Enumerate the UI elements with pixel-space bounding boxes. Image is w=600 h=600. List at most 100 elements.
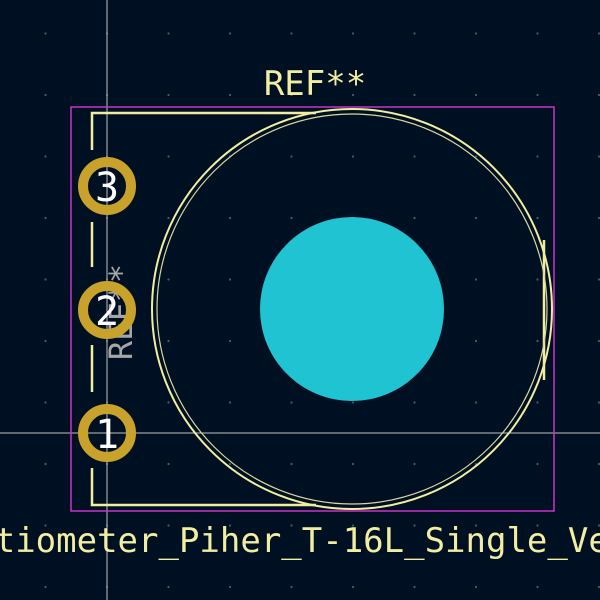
grid-dot [290, 32, 293, 35]
grid-dot [290, 524, 293, 527]
pad-3-label: 3 [95, 165, 119, 211]
silkscreen-outline-top [90, 111, 316, 150]
pad-1-label: 1 [95, 412, 119, 458]
grid-dot [474, 155, 478, 158]
grid-dot [44, 401, 47, 404]
grid-dot [351, 462, 355, 466]
grid-dot [228, 216, 232, 220]
knob-shaft-circle [260, 217, 444, 401]
grid-dot [290, 155, 293, 158]
grid-dot [536, 32, 539, 35]
pad-2-label: 2 [95, 289, 119, 335]
grid-dot [290, 93, 293, 97]
grid-dot [290, 216, 293, 220]
grid-dot [167, 585, 170, 589]
grid-dot [597, 585, 600, 589]
grid-dot [413, 93, 416, 97]
grid-dot [474, 278, 478, 281]
grid-dot [413, 401, 416, 404]
grid-dot [597, 462, 600, 466]
grid-dot [597, 32, 600, 35]
grid-dot [44, 524, 47, 527]
grid-dot [228, 93, 232, 97]
grid-dot [536, 93, 539, 97]
pad-1[interactable]: 1 [78, 404, 136, 462]
grid-dot [228, 339, 232, 343]
silkscreen-body-circle-outer [151, 108, 553, 510]
grid-dot [413, 524, 416, 527]
grid-dot [351, 155, 355, 158]
grid-dot [597, 155, 600, 158]
grid-dot [474, 93, 478, 97]
grid-dot [290, 462, 293, 466]
grid-dot [167, 524, 170, 527]
grid-dot [474, 216, 478, 220]
grid-dot [536, 401, 539, 404]
grid-dot [167, 93, 170, 97]
grid-dot [228, 462, 232, 466]
pad-3-ring [78, 157, 136, 215]
grid-dot [351, 401, 355, 404]
courtyard-outline [70, 106, 555, 512]
grid-dot [44, 585, 47, 589]
grid-dot [228, 32, 232, 35]
grid-dot [351, 585, 355, 589]
grid-dot [536, 462, 539, 466]
grid-dot [228, 524, 232, 527]
grid-dot [44, 462, 47, 466]
grid-dot [351, 32, 355, 35]
grid-dot [413, 32, 416, 35]
grid-dot [44, 278, 47, 281]
grid-dot [44, 216, 47, 220]
grid-dot [44, 155, 47, 158]
grid-dot [597, 339, 600, 343]
grid-dot [474, 401, 478, 404]
grid-dot [413, 585, 416, 589]
grid-dot [474, 32, 478, 35]
grid-dot [167, 155, 170, 158]
grid-dot [167, 339, 170, 343]
grid-dot [536, 339, 539, 343]
grid-dot [290, 585, 293, 589]
grid-dot [413, 462, 416, 466]
grid-dot [167, 216, 170, 220]
pad-1-ring [78, 404, 136, 462]
grid-dot [167, 278, 170, 281]
grid-dot [474, 339, 478, 343]
grid-dot [228, 401, 232, 404]
grid-dot [474, 524, 478, 527]
grid-dot [228, 585, 232, 589]
pad-3[interactable]: 3 [78, 157, 136, 215]
pad-2[interactable]: 2 [78, 281, 136, 339]
grid-dot [474, 585, 478, 589]
grid-dot [597, 216, 600, 220]
footprint-value-text: Potentiometer_Piher_T-16L_Single_Vertica… [0, 521, 600, 561]
grid-dot [597, 278, 600, 281]
grid-dot [536, 216, 539, 220]
silkscreen-outline-bottom [90, 468, 316, 507]
grid-dot [351, 524, 355, 527]
grid-dot [228, 278, 232, 281]
grid-dot [167, 401, 170, 404]
grid-dot [167, 32, 170, 35]
reference-designator: REF** [264, 64, 366, 104]
grid-dot [413, 216, 416, 220]
grid-dot [536, 278, 539, 281]
grid-dot [536, 585, 539, 589]
grid-dot [290, 401, 293, 404]
grid-dots [44, 32, 600, 589]
grid-dot [536, 524, 539, 527]
grid-dot [413, 155, 416, 158]
grid-dot [597, 524, 600, 527]
grid-dot [351, 93, 355, 97]
grid-dot [44, 339, 47, 343]
grid-dot [597, 401, 600, 404]
silkscreen-body-circle-inner [156, 113, 548, 505]
grid-dot [44, 93, 47, 97]
grid-dot [597, 93, 600, 97]
grid-dot [167, 462, 170, 466]
pad-2-ring [78, 281, 136, 339]
grid-dot [44, 32, 47, 35]
grid-dot [536, 155, 539, 158]
